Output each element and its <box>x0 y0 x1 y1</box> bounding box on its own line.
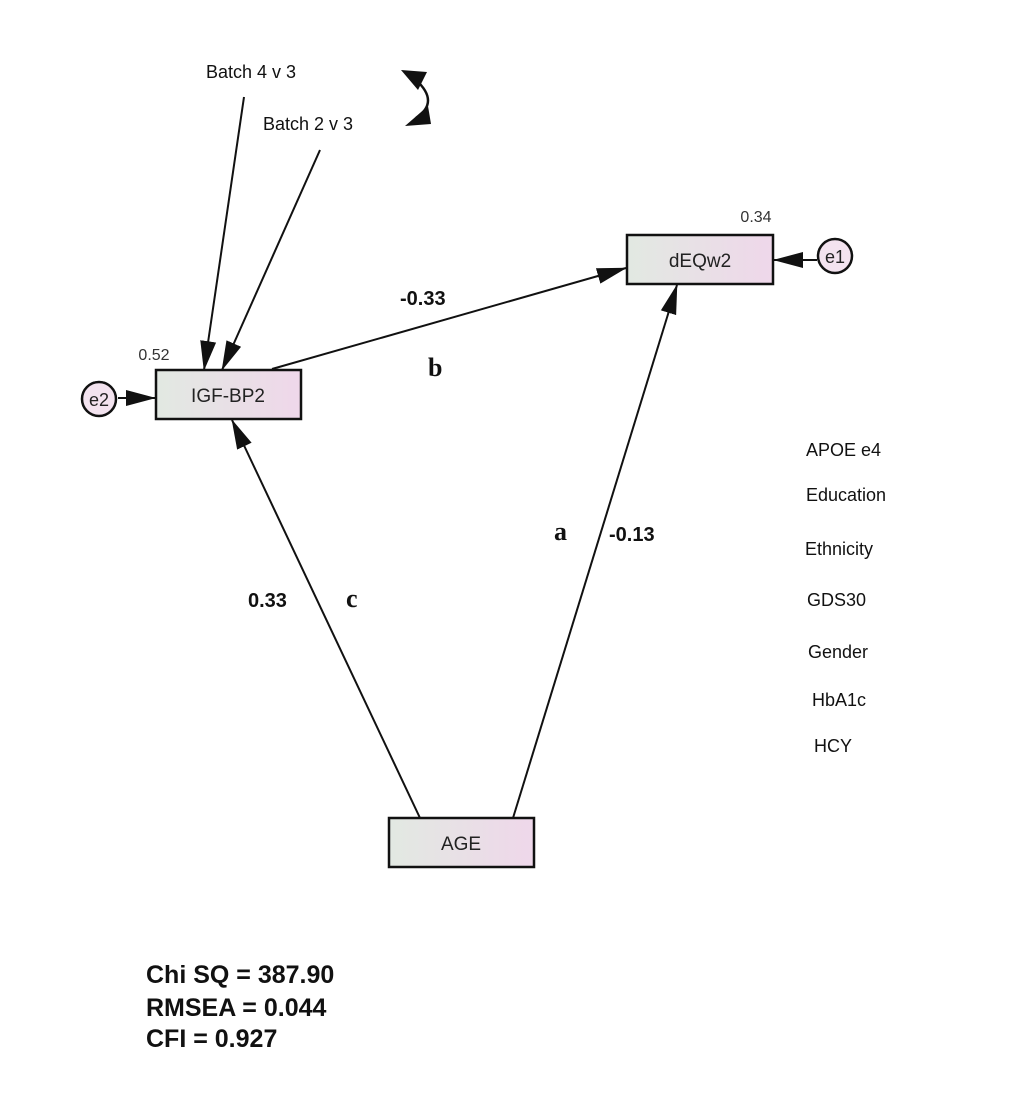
control-variable: APOE e4 <box>806 440 881 460</box>
path-batch2v3-to-igfbp2 <box>221 149 321 371</box>
path-c-age-to-igfbp2 <box>231 419 421 819</box>
covariate-batch4v3-label: Batch 4 v 3 <box>206 62 296 82</box>
control-variable: Education <box>806 485 886 505</box>
node-igfbp2-label: IGF-BP2 <box>191 386 265 407</box>
r-squared-igfbp2: 0.52 <box>138 347 169 364</box>
covariance-arc <box>401 70 431 126</box>
control-variable: Gender <box>808 642 868 662</box>
path-label-b: b <box>428 353 442 382</box>
node-age[interactable]: AGE <box>387 816 536 869</box>
path-a-age-to-deqw2 <box>512 284 678 819</box>
error-e2-label: e2 <box>89 390 109 410</box>
control-variable: Ethnicity <box>805 539 873 559</box>
coefficient-a: -0.13 <box>609 524 655 546</box>
control-variables-list: APOE e4 Education Ethnicity GDS30 Gender… <box>805 440 886 756</box>
fit-chi-sq-value: 387.90 <box>257 961 335 989</box>
control-variable: HbA1c <box>812 690 866 710</box>
node-igfbp2[interactable]: IGF-BP2 <box>154 368 303 421</box>
fit-chi-sq: Chi SQ = 387.90 <box>146 960 334 991</box>
node-age-label: AGE <box>441 834 481 855</box>
fit-rmsea: RMSEA = 0.044 <box>146 993 326 1024</box>
node-deqw2[interactable]: dEQw2 <box>625 233 775 286</box>
path-label-a: a <box>554 517 567 546</box>
fit-cfi-value: 0.927 <box>214 1025 278 1053</box>
fit-cfi-label: CFI = <box>146 1025 208 1053</box>
fit-chi-sq-label: Chi SQ = <box>146 961 251 989</box>
covariate-batch2v3-label: Batch 2 v 3 <box>263 114 353 134</box>
path-batch4v3-to-igfbp2 <box>200 96 245 371</box>
error-e1[interactable]: e1 <box>816 237 854 275</box>
node-deqw2-label: dEQw2 <box>669 251 731 272</box>
control-variable: GDS30 <box>807 590 866 610</box>
path-b-igfbp2-to-deqw2 <box>271 267 627 370</box>
error-e2[interactable]: e2 <box>80 380 118 418</box>
control-variable: HCY <box>814 736 852 756</box>
coefficient-b: -0.33 <box>400 288 446 310</box>
coefficient-c: 0.33 <box>248 590 287 612</box>
fit-rmsea-value: 0.044 <box>263 994 327 1022</box>
path-label-c: c <box>346 584 358 613</box>
fit-cfi: CFI = 0.927 <box>146 1024 277 1055</box>
error-e1-label: e1 <box>825 247 845 267</box>
fit-rmsea-label: RMSEA = <box>146 994 257 1022</box>
r-squared-deqw2: 0.34 <box>740 209 771 226</box>
